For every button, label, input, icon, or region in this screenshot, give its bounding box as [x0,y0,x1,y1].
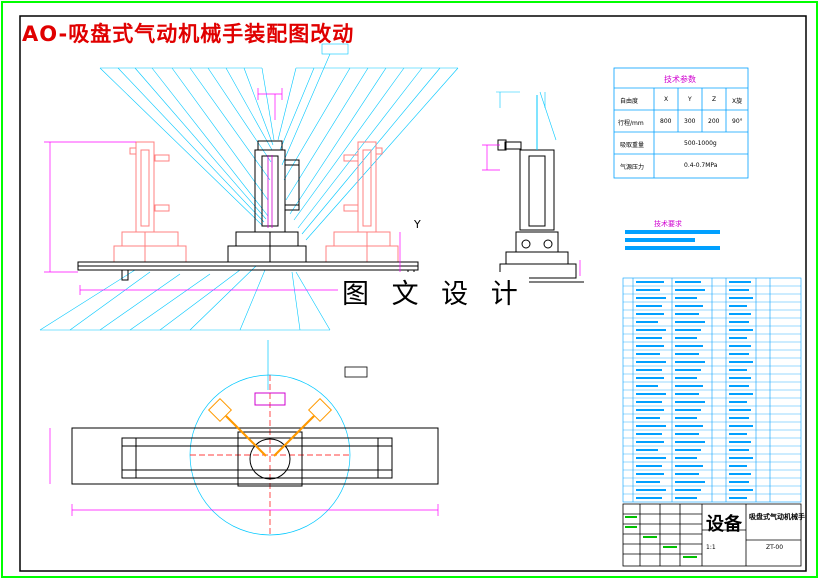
top-view-base [71,427,439,487]
front-center-magenta-detail [267,155,273,228]
front-view-bottom-leaders [39,265,331,331]
params-row-label: 行程/mm [618,120,644,127]
params-cell: 200 [708,118,720,125]
watermark-text: 图 文 设 计 [338,272,529,311]
front-top-dims [257,88,283,120]
params-row-label: 吸取重量 [620,142,645,149]
parts-list-text-marks [636,281,753,499]
title-block-color-bars [625,516,697,558]
title-block-company: 设备 [706,514,742,535]
top-view-highlight-box [254,392,286,406]
side-view [497,95,584,283]
front-view-leaders [99,53,459,241]
parts-list-rows [623,285,801,495]
top-view-label-box [344,366,368,378]
drawing-frame [19,15,807,572]
title-block-grid [622,503,802,567]
params-table-grid [613,67,749,179]
tech-req-title: 技术要求 [654,220,682,228]
leader-label-box [321,43,349,55]
params-cell: Y [688,96,692,103]
params-row-label: 自由度 [620,98,639,105]
front-center-arm [227,140,307,263]
side-view-dims [482,144,581,276]
params-row-label: 气源压力 [620,164,645,171]
front-rail [77,261,419,281]
params-cell: 90° [732,118,743,125]
drawing-title: AO-吸盘式气动机械手装配图改动 [22,22,355,46]
params-cell: 500-1000g [684,140,717,147]
front-left-ghost-arm [113,141,187,263]
top-view-circle [189,374,351,536]
front-right-ghost-arm [325,141,399,263]
params-cell: X [664,96,669,103]
tech-req-bars [625,230,720,250]
top-view-swing-arms [207,397,333,457]
params-cell: 0.4-0.7MPa [684,162,718,169]
params-table-title: 技术参数 [664,75,696,84]
title-block-scale: 1:1 [706,544,716,551]
top-view-dims [49,340,439,516]
params-cell: 300 [684,118,696,125]
title-block-code: ZT-00 [766,544,784,551]
params-cell: 800 [660,118,672,125]
params-cell: X旋 [732,98,743,105]
axis-y-label: Y [414,218,421,231]
params-cell: Z [712,96,717,103]
side-view-leaders [496,91,557,141]
title-block-drawing-name: 吸盘式气动机械手 [749,513,805,521]
